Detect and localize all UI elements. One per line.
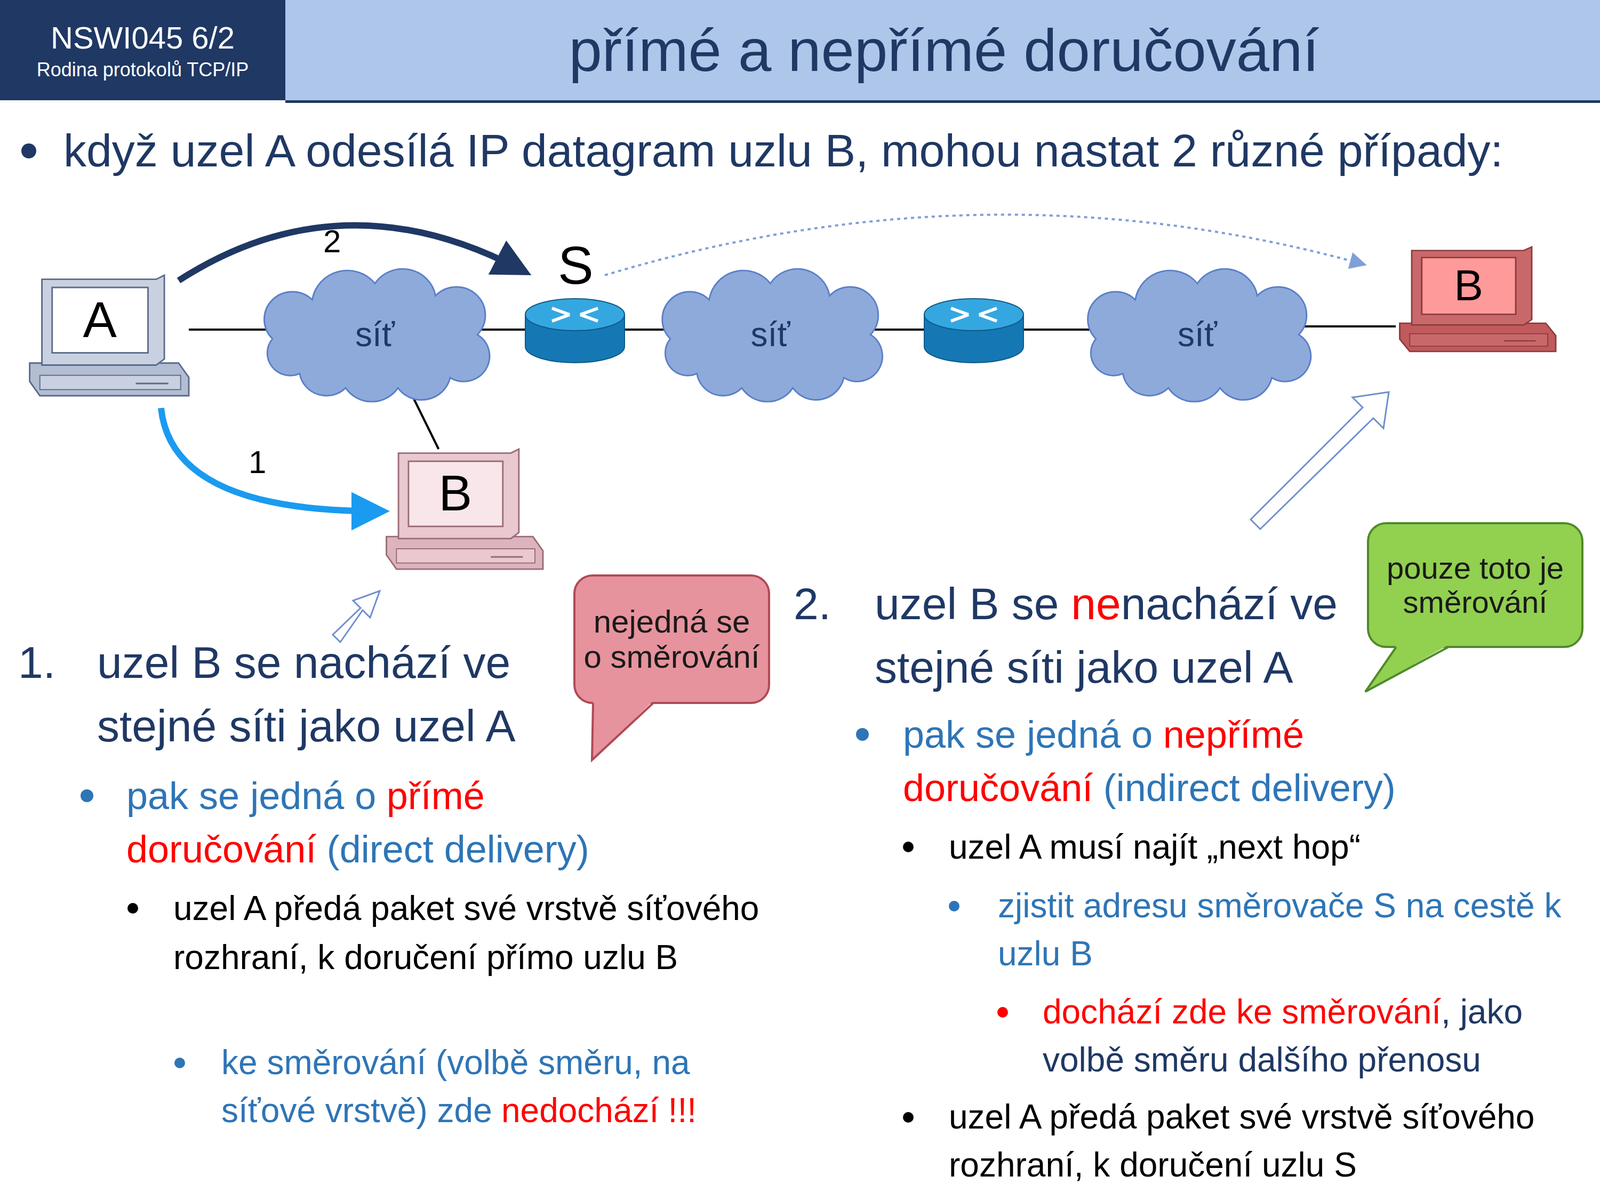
- link-line: [1298, 325, 1396, 328]
- text-block: 2.: [793, 572, 869, 636]
- host-letter: B: [1421, 257, 1516, 314]
- pointer-arrow: [332, 590, 380, 643]
- course-name: Rodina protokolů TCP/IP: [36, 57, 250, 83]
- network-label: síť: [750, 314, 791, 355]
- network-cloud: síť: [270, 275, 480, 394]
- text-block: uzel A předá paket své vrstvě síťového r…: [173, 883, 760, 982]
- slide-title: přímé a nepřímé doručování: [298, 0, 1590, 101]
- text-block: zjistit adresu směrovače S na cestě k uz…: [997, 881, 1569, 978]
- computer-node: B: [382, 449, 543, 582]
- delivery-arrow: [161, 408, 378, 512]
- text-block: ke směrování (volbě směru, na síťové vrs…: [221, 1038, 760, 1135]
- router-symbol: [525, 298, 625, 363]
- host-letter: B: [408, 460, 503, 526]
- note-text: uzel A předá paket své vrstvě síťového r…: [173, 889, 759, 977]
- note-text: uzel A předá paket své vrstvě síťového r…: [948, 1097, 1535, 1184]
- dotted-arrow: [604, 214, 1363, 276]
- callout-text: nejedná se o směrování: [582, 604, 761, 675]
- network-cloud: síť: [1093, 275, 1301, 394]
- text-block: uzel B se nachází ve stejné síti jako uz…: [97, 630, 567, 758]
- case-text: pak se jedná o: [126, 774, 376, 818]
- intro-text: když uzel A odesílá IP datagram uzlu B, …: [63, 124, 1503, 176]
- note-text: uzel A musí najít „next hop“: [948, 827, 1361, 867]
- pointer-arrow: [1250, 392, 1389, 530]
- text-block: dochází zde ke směrování, jako volbě smě…: [1042, 987, 1571, 1084]
- network-label: síť: [1177, 314, 1218, 355]
- case-heading: uzel B se: [874, 578, 1060, 629]
- case-text: pak se jedná o: [902, 713, 1153, 756]
- note-text: !!!: [668, 1091, 697, 1130]
- case-heading: ne: [1070, 578, 1121, 629]
- callout-number: 2: [323, 222, 341, 260]
- computer-node: A: [25, 275, 189, 408]
- text-block: pak se jedná onepřímé doručování(indirec…: [902, 707, 1575, 815]
- text-block: uzel A musí najít „next hop“: [948, 822, 1579, 872]
- callout-number: 1: [246, 443, 269, 481]
- note-text: nedochází: [501, 1091, 659, 1130]
- text-block: uzel B senenachází ve stejné síti jako u…: [874, 572, 1355, 700]
- computer-node: B: [1395, 246, 1556, 363]
- network-cloud: síť: [668, 275, 873, 394]
- router-name: S: [557, 234, 594, 296]
- callout-text: pouze toto je směrování: [1376, 550, 1574, 620]
- case-number: 1.: [18, 637, 56, 688]
- case-heading: uzel B se nachází ve stejné síti jako uz…: [97, 637, 516, 751]
- case-number: 2.: [793, 578, 831, 629]
- host-letter: A: [51, 286, 149, 352]
- note-text: dochází zde ke směrování: [1042, 992, 1442, 1031]
- network-label: síť: [355, 314, 395, 355]
- text-block: 1.: [18, 630, 93, 695]
- bullet: [21, 143, 1008, 1123]
- text-block: pak se jedná opřímé doručování(direct de…: [126, 769, 767, 876]
- text-block: když uzel A odesílá IP datagram uzlu B, …: [63, 123, 1589, 179]
- text-block: uzel A předá paket své vrstvě síťového r…: [948, 1092, 1579, 1189]
- note-text: zjistit adresu směrovače S na cestě k uz…: [997, 886, 1562, 973]
- case-text: (indirect delivery): [1103, 766, 1396, 810]
- router-symbol: [924, 298, 1024, 363]
- case-text: (direct delivery): [326, 827, 590, 871]
- speech-callout: nejedná se o směrování: [573, 574, 771, 704]
- link-line: [188, 328, 271, 331]
- course-code: NSWI045 6/2: [50, 17, 235, 58]
- speech-callout: pouze toto je směrování: [1366, 522, 1584, 648]
- course-badge: NSWI045 6/2Rodina protokolů TCP/IP: [0, 0, 286, 101]
